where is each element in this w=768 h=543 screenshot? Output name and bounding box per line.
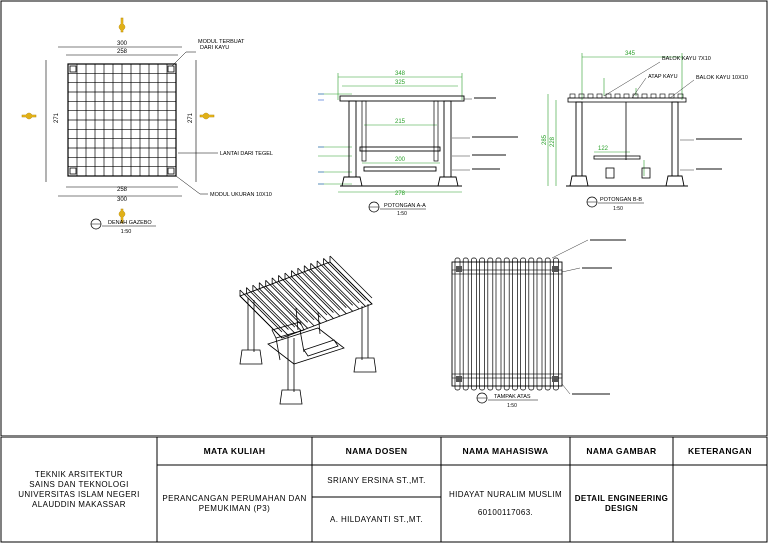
section-b-dim-top: 345 (625, 51, 636, 57)
plan-dim-right: 271 (188, 112, 194, 123)
section-b-scale: 1:50 (613, 206, 623, 212)
section-b-note-joist: BALOK KAYU 7X10 (662, 56, 711, 62)
section-a-dim-mid: 215 (395, 119, 406, 125)
plan-scale: 1:50 (121, 229, 132, 235)
section-a-scale: 1:50 (397, 211, 407, 217)
section-a-title: POTONGAN A-A (384, 203, 426, 209)
section-a-dim-base: 278 (395, 191, 406, 197)
title-block-grid (0, 437, 768, 543)
student-info: HIDAYAT NURALIM MUSLIM 60100117063. (441, 465, 570, 542)
isometric-view (239, 255, 377, 405)
course-value: PERANCANGAN PERUMAHAN DAN PEMUKIMAN (P3) (162, 493, 307, 513)
section-b-view: 345 122 285 228 BALOK KAYU 7X10 ATAP KAY… (542, 51, 748, 212)
section-b-dim-h1: 285 (542, 134, 548, 145)
top-view: TAMPAK ATAS 1:50 (451, 239, 626, 409)
section-a-dim-top-outer: 348 (395, 71, 406, 77)
plan-note-floor: LANTAI DARI TEGEL (220, 151, 273, 157)
notes-value (673, 465, 767, 542)
plan-title: DENAH GAZEBO (108, 220, 152, 226)
section-a-view: 348 325 215 200 278 POTONGAN A-A 1:50 (318, 71, 518, 217)
header-course: MATA KULIAH (203, 445, 266, 456)
section-b-note-roof: ATAP KAYU (648, 74, 678, 80)
section-b-title: POTONGAN B-B (600, 197, 642, 203)
section-b-dim-mid: 122 (598, 146, 609, 152)
title-block: TEKNIK ARSITEKTUR SAINS DAN TEKNOLOGI UN… (0, 437, 768, 543)
header-student: NAMA MAHASISWA (462, 445, 549, 456)
section-a-dim-top-inner: 325 (395, 80, 406, 86)
plan-dim-top-inner: 258 (117, 49, 128, 55)
section-b-dim-h2: 228 (550, 136, 556, 147)
drawing-name-value: DETAIL ENGINEERING DESIGN (574, 493, 669, 513)
top-view-scale: 1:50 (507, 403, 517, 409)
plan-dim-bottom-outer: 300 (117, 197, 128, 203)
header-drawing-name: NAMA GAMBAR (586, 445, 657, 456)
header-lecturer: NAMA DOSEN (345, 445, 408, 456)
lecturer-2: A. HILDAYANTI ST.,MT. (329, 514, 423, 524)
header-notes: KETERANGAN (688, 445, 752, 456)
section-a-dim-table: 200 (395, 157, 406, 163)
lecturer-1: SRIANY ERSINA ST.,MT. (327, 476, 426, 485)
student-name: HIDAYAT NURALIM MUSLIM (448, 489, 563, 499)
institution-label: TEKNIK ARSITEKTUR SAINS DAN TEKNOLOGI UN… (18, 469, 140, 509)
top-view-title: TAMPAK ATAS (494, 394, 531, 400)
plan-dim-top-outer: 300 (117, 41, 128, 47)
plan-note-module: MODUL UKURAN 10X10 (210, 192, 272, 198)
student-id: 60100117063. (477, 507, 534, 517)
plan-dim-left: 271 (54, 112, 60, 123)
section-b-note-beam: BALOK KAYU 10X10 (696, 75, 748, 81)
plan-dim-bottom-inner: 258 (117, 187, 128, 193)
